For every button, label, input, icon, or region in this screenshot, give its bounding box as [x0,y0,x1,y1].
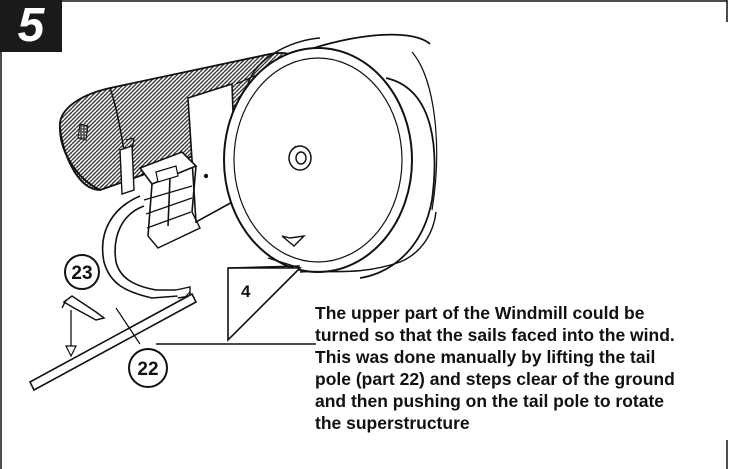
step-number-badge: 5 [0,0,62,52]
instruction-line: and then pushing on the tail pole to rot… [315,391,665,411]
tail-pole-curve [101,195,191,299]
part-label-23: 23 [71,263,92,284]
steps-assembly [119,137,209,249]
part-callout-22: 22 [128,348,168,388]
cap-piece-triangle [227,265,302,342]
down-arrow-icon [65,310,77,358]
instruction-line: turned so that the sails faced into the … [315,325,675,345]
instruction-line: The upper part of the Windmill could be [315,303,645,323]
leader-line-22 [115,307,141,345]
windmill-drum-wheel [223,33,438,279]
windmill-cap-body [59,52,301,224]
instruction-line: the superstructure [315,413,470,433]
tail-pole-bar [28,291,198,392]
part-label-4: 4 [241,282,251,301]
instruction-line: pole (part 22) and steps clear of the gr… [315,369,675,389]
instruction-line: This was done manually by lifting the ta… [315,347,656,367]
steps-lever-part [61,295,106,321]
part-label-22: 22 [137,359,158,380]
part-callout-23: 23 [64,254,100,290]
instruction-text: The upper part of the Windmill could be … [315,302,727,434]
